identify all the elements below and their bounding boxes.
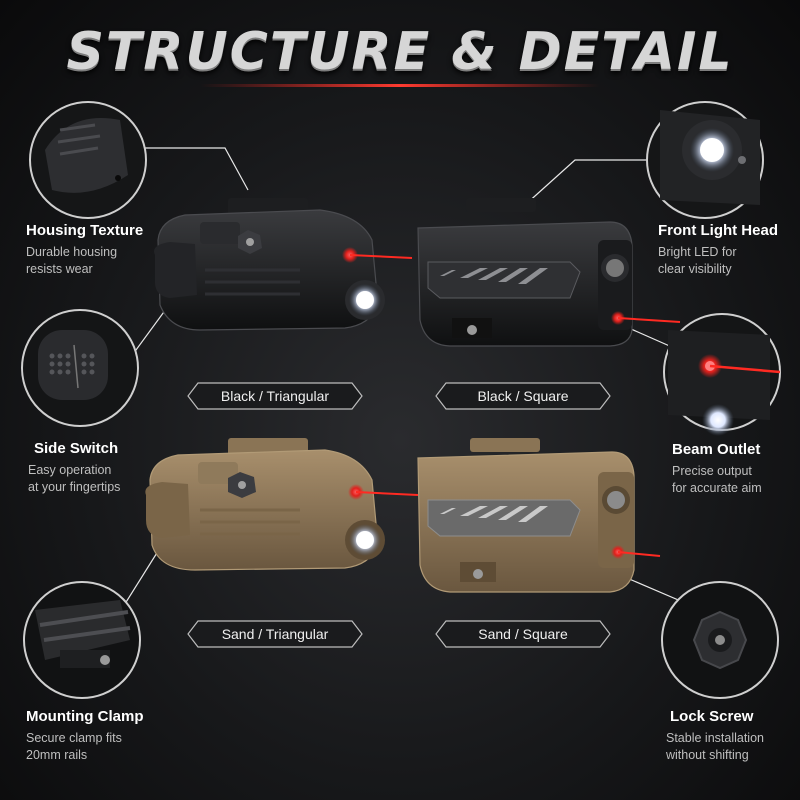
label-plate-1 [187, 382, 363, 410]
light-black-square [417, 198, 681, 347]
front-light-head-zoom [646, 101, 764, 219]
page-title: STRUCTURE & DETAIL [66, 22, 734, 82]
feature-title-beam: Beam Outlet [672, 441, 761, 458]
light-black-triangular [154, 198, 413, 331]
feature-title-housing: Housing Texture [26, 222, 144, 239]
title-underline [200, 84, 600, 87]
feature-title-lock-screw: Lock Screw [670, 708, 754, 725]
variant-label-sand-triangular: Sand / Triangular [221, 626, 329, 642]
feature-title-side-switch: Side Switch [34, 440, 119, 457]
side-switch-zoom [21, 309, 139, 427]
feature-title-front-head: Front Light Head [658, 222, 778, 239]
housing-texture-zoom [29, 101, 147, 219]
variant-label-black-triangular: Black / Triangular [220, 388, 330, 404]
variant-label-black-square: Black / Square [477, 388, 569, 404]
connector-housing [135, 147, 249, 191]
label-plate-4 [435, 620, 611, 648]
label-plate-3 [187, 620, 363, 648]
light-sand-triangular [145, 438, 419, 571]
variant-label-sand-square: Sand / Square [478, 626, 568, 642]
label-plate-2 [435, 382, 611, 410]
light-sand-square [417, 438, 661, 593]
feature-title-mounting: Mounting Clamp [26, 708, 144, 725]
mounting-clamp-zoom [23, 581, 141, 699]
connector-front-head [524, 159, 660, 206]
beam-outlet-zoom [663, 313, 781, 436]
lock-screw-zoom [661, 581, 779, 699]
